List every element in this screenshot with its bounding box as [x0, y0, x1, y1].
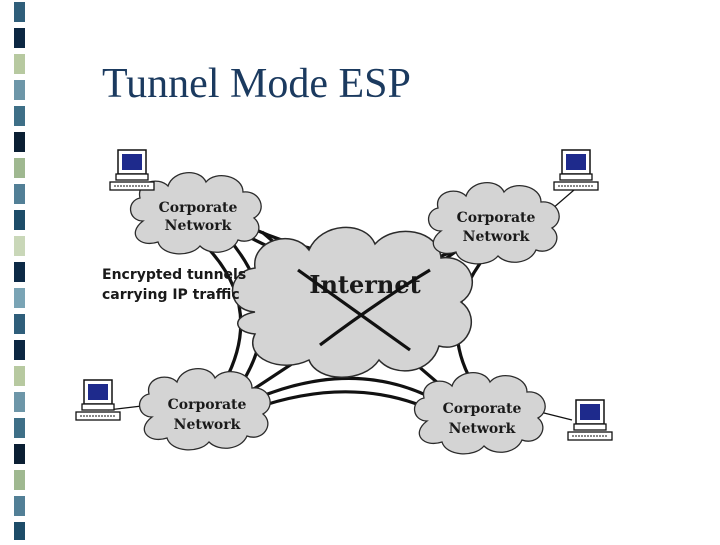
sidebar-block: [14, 236, 25, 256]
sidebar-block: [14, 444, 25, 464]
corporate-network-top-right-line1: Corporate: [457, 210, 536, 226]
corporate-network-bottom-left-line2: Network: [174, 417, 241, 433]
corporate-network-top-right-line2: Network: [463, 229, 530, 245]
sidebar-block: [14, 366, 25, 386]
tunnel-cross-2: [319, 268, 431, 347]
sidebar-block: [14, 262, 25, 282]
corporate-network-top-left-line2: Network: [165, 218, 232, 234]
sidebar-block: [14, 54, 25, 74]
tunnels-over-internet: [297, 268, 431, 352]
computer-bottom-left-icon: [75, 379, 121, 421]
corporate-network-bottom-right-line2: Network: [449, 421, 516, 437]
sidebar-block: [14, 132, 25, 152]
sidebar-block: [14, 158, 25, 178]
sidebar-block: [14, 106, 25, 126]
corporate-network-top-left-line1: Corporate: [159, 200, 238, 216]
sidebar-block: [14, 314, 25, 334]
sidebar-block: [14, 288, 25, 308]
slide-title: Tunnel Mode ESP: [102, 61, 411, 107]
decorative-sidebar-strip: [0, 0, 27, 542]
computer-bottom-right-icon: [567, 399, 613, 441]
computer-top-right-icon: [553, 149, 599, 191]
sidebar-block: [14, 184, 25, 204]
sidebar-pattern: [14, 2, 25, 542]
sidebar-block: [14, 210, 25, 230]
corporate-network-bottom-left-line1: Corporate: [168, 397, 247, 413]
sidebar-block: [14, 392, 25, 412]
sidebar-block: [14, 496, 25, 516]
sidebar-block: [14, 80, 25, 100]
sidebar-block: [14, 28, 25, 48]
corporate-network-bottom-right-line1: Corporate: [443, 401, 522, 417]
internet-label: Internet: [309, 270, 420, 299]
sidebar-block: [14, 418, 25, 438]
computer-top-left-icon: [109, 149, 155, 191]
sidebar-block: [14, 2, 25, 22]
tunnel-cross-1: [297, 268, 411, 352]
tunnel-callout-line1: Encrypted tunnels: [102, 267, 246, 283]
sidebar-block: [14, 522, 25, 542]
link-bottom-right-computer: [539, 411, 573, 421]
sidebar-block: [14, 340, 25, 360]
tunnel-callout-line2: carrying IP traffic: [102, 287, 240, 303]
sidebar-block: [14, 470, 25, 490]
